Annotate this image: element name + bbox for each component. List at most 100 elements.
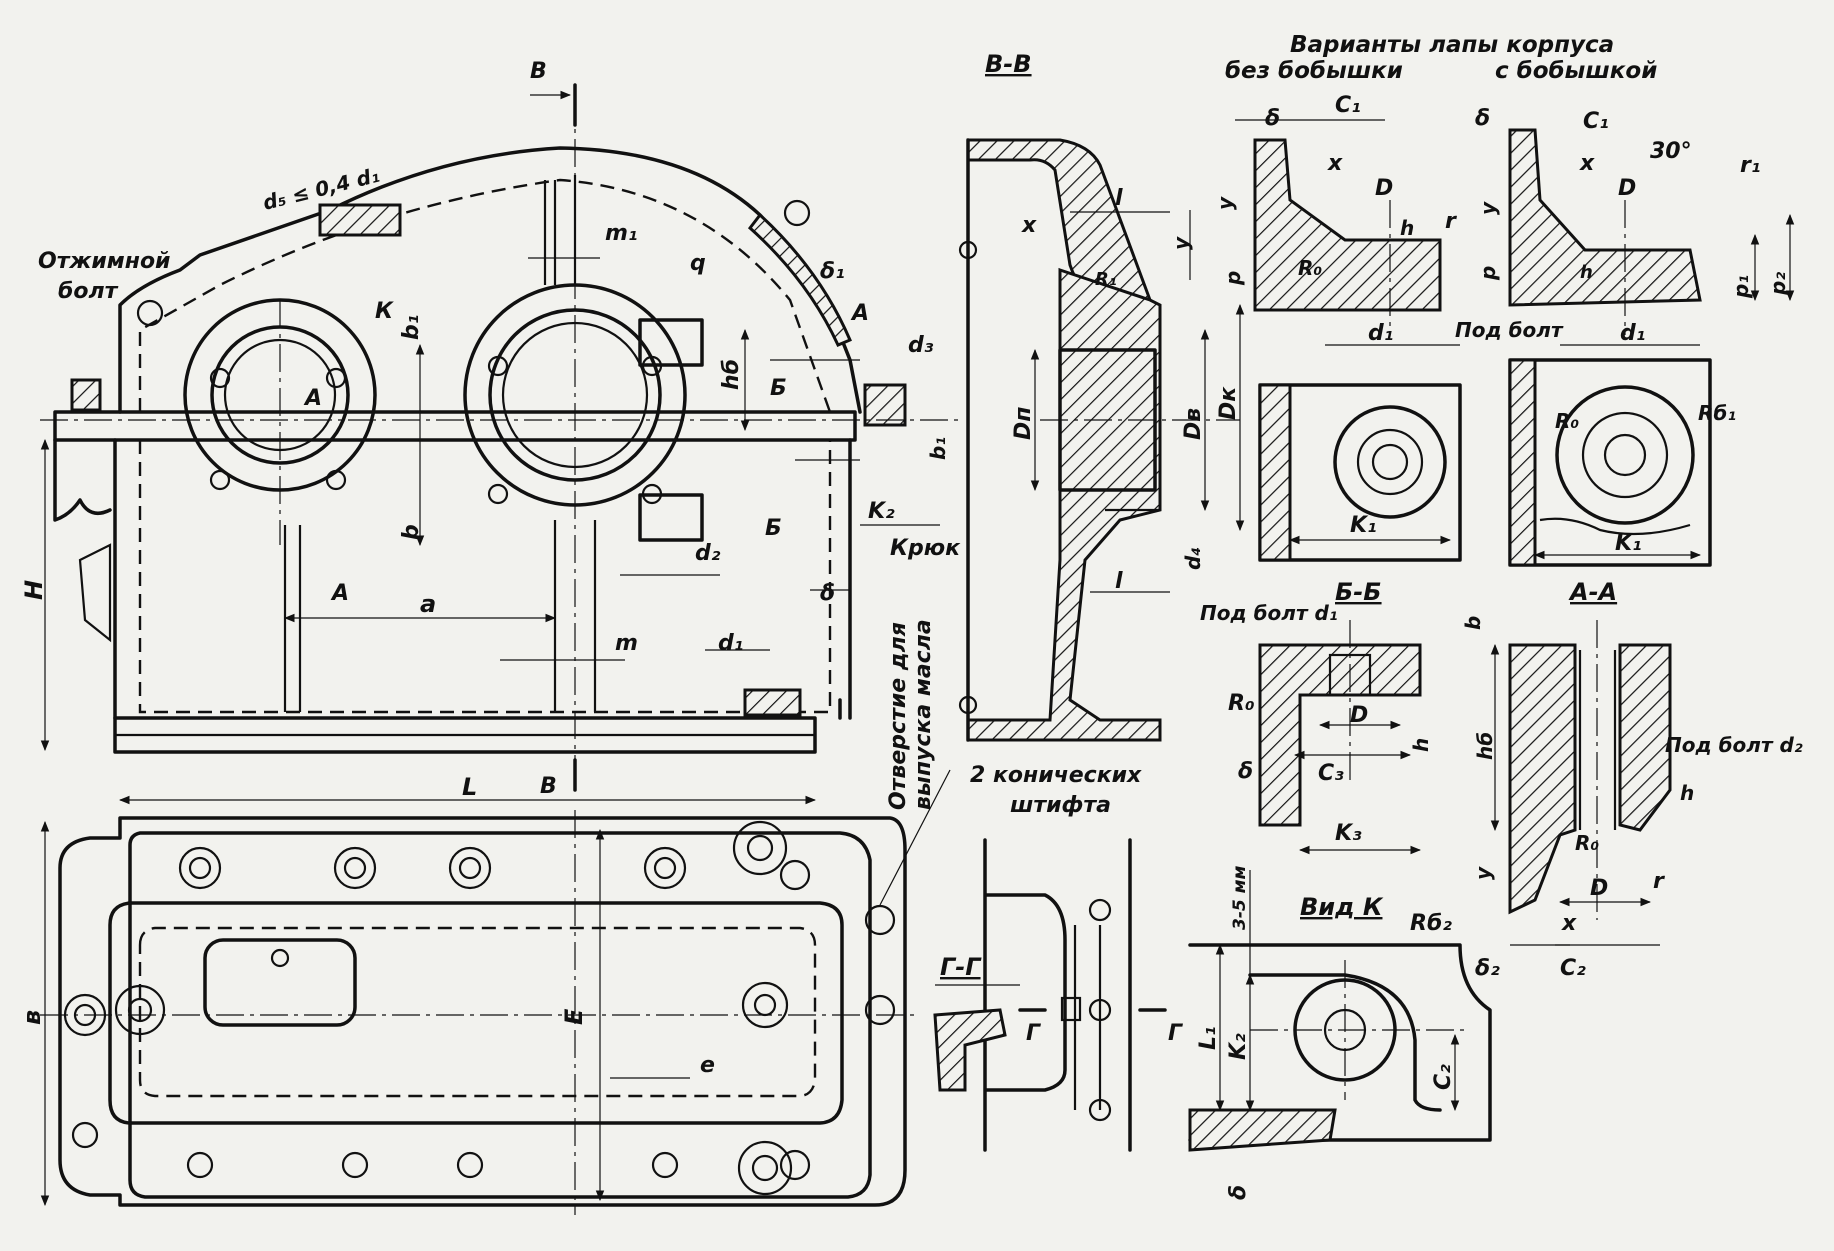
- bolt-d1-note: Под болт: [1455, 318, 1564, 342]
- label-R1-vv: R₁: [1095, 269, 1117, 290]
- label-r1-foot2: r₁: [1740, 153, 1761, 178]
- lower-bolt-boss: [638, 493, 704, 542]
- label-D-foot1: D: [1375, 176, 1393, 201]
- label-Dk: Dк: [1216, 386, 1241, 420]
- label-B-bottom: В: [540, 774, 557, 799]
- label-C3: C₃: [1318, 761, 1344, 786]
- label-d1-foot1: d₁: [1368, 321, 1393, 346]
- label-Bb-top: Б: [770, 376, 787, 401]
- inspection-hatch: [203, 938, 357, 1027]
- press-bolt-note-1: Отжимной: [38, 249, 170, 274]
- section-aa: [1490, 620, 1672, 946]
- label-hb: hб: [719, 359, 744, 390]
- section-gg-title: Г-Г: [940, 953, 982, 981]
- label-q: q: [690, 251, 706, 276]
- foot-plan-with-boss: [1508, 358, 1712, 567]
- label-D-aa: D: [1590, 876, 1608, 901]
- title-left: без бобышки: [1225, 58, 1403, 84]
- label-L1: L₁: [1196, 1026, 1221, 1050]
- label-deg30: 30°: [1650, 139, 1692, 164]
- label-K2-vidk: K₂: [1226, 1033, 1251, 1060]
- title-right: с бобышкой: [1495, 58, 1657, 84]
- label-d2: d₂: [695, 541, 721, 566]
- label-delta-front: δ: [820, 581, 835, 606]
- view-k-title: Вид К: [1300, 893, 1384, 921]
- label-p-foot2: p: [1476, 266, 1500, 281]
- label-H: H: [20, 580, 48, 600]
- section-bb: [1258, 620, 1422, 855]
- inspection-boss: [318, 203, 402, 237]
- label-R0-aa: R₀: [1575, 831, 1599, 855]
- press-bolt-note-2: болт: [58, 279, 119, 304]
- label-y-foot2: y: [1476, 201, 1500, 215]
- label-y-aa: y: [1471, 866, 1495, 880]
- label-y-foot1: y: [1213, 196, 1237, 210]
- bolt-d1-bb-note: Под болт d₁: [1200, 601, 1338, 625]
- label-C1-foot1: C₁: [1335, 93, 1361, 118]
- section-vv: [958, 138, 1245, 742]
- pins-note-1: 2 конических: [970, 763, 1142, 788]
- label-E: E: [560, 1008, 588, 1025]
- label-p2: p₂: [1766, 272, 1790, 296]
- press-bolt: [70, 378, 102, 412]
- foot-variant-no-boss: [1235, 119, 1462, 562]
- label-L: L: [462, 773, 477, 801]
- oil-drain-note-1: Отверстие для: [886, 622, 911, 810]
- label-h-aa: h: [1680, 781, 1694, 805]
- label-Dv: Dв: [1181, 408, 1206, 440]
- label-x-foot1: x: [1327, 151, 1343, 176]
- gap-note: 3-5 мм: [1230, 865, 1250, 930]
- label-p-foot1: p: [1221, 271, 1245, 286]
- oil-drain-note-2: выпуска масла: [911, 619, 936, 810]
- label-Dp: Dп: [1011, 407, 1036, 440]
- label-e: e: [700, 1053, 715, 1078]
- section-bb-title: Б-Б: [1335, 578, 1382, 606]
- foot-variant-with-boss: [1508, 128, 1795, 567]
- section-gg: [933, 838, 1167, 1152]
- label-R0-bb: R₀: [1228, 691, 1255, 716]
- title-line: Варианты лапы корпуса: [1290, 32, 1614, 58]
- label-Bb-bottom: Б: [765, 516, 782, 541]
- label-A-right: А: [850, 301, 869, 326]
- split-flange: [53, 410, 857, 442]
- label-K3: K₃: [1335, 821, 1362, 846]
- bearing-cover-screws: [209, 355, 663, 505]
- label-p1: p₁: [1729, 275, 1753, 299]
- label-C1-foot2: C₁: [1583, 109, 1609, 134]
- label-r-foot1: r: [1445, 209, 1457, 234]
- label-delta2: δ₂: [1475, 956, 1500, 981]
- label-Rb2: Rб₂: [1410, 911, 1452, 936]
- label-b: b: [399, 524, 424, 540]
- pins-note-2: штифта: [1010, 793, 1111, 818]
- label-x-foot2: x: [1579, 151, 1595, 176]
- label-K1-foot2: K₁: [1615, 531, 1642, 556]
- label-A-left: А: [330, 581, 349, 606]
- label-x-aa: x: [1561, 911, 1577, 936]
- label-x-vv: x: [1021, 213, 1037, 238]
- label-m1: m₁: [605, 221, 638, 246]
- label-m: m: [615, 631, 638, 656]
- label-l-vv-top: l: [1115, 186, 1123, 211]
- label-b1-right: b₁: [926, 437, 950, 460]
- label-C2-vidk: C₂: [1431, 1064, 1456, 1090]
- label-l-vv-bottom: l: [1115, 569, 1123, 594]
- plan-bolt-holes: [63, 820, 896, 1196]
- plan-flange-outline: [58, 816, 907, 1207]
- label-R0-foot2: R₀: [1555, 409, 1579, 433]
- label-G-right: Г: [1168, 1021, 1183, 1046]
- label-y-vv: y: [1169, 236, 1193, 250]
- label-vb: в: [18, 1010, 46, 1025]
- label-delta-vidk: δ: [1226, 1185, 1251, 1200]
- label-d3: d₃: [908, 333, 934, 358]
- front-view: [40, 83, 960, 805]
- label-D-bb: D: [1350, 703, 1368, 728]
- label-hb-aa: hб: [1473, 732, 1497, 760]
- label-A-bore: A: [303, 386, 322, 411]
- label-h-bb: h: [1409, 738, 1433, 752]
- label-a: a: [420, 590, 436, 618]
- label-G-left: Г: [1026, 1021, 1041, 1046]
- bolt-d2-note: Под болт d₂: [1665, 733, 1803, 757]
- section-vv-title: В-В: [985, 50, 1032, 78]
- upper-bolt-boss: [638, 318, 704, 367]
